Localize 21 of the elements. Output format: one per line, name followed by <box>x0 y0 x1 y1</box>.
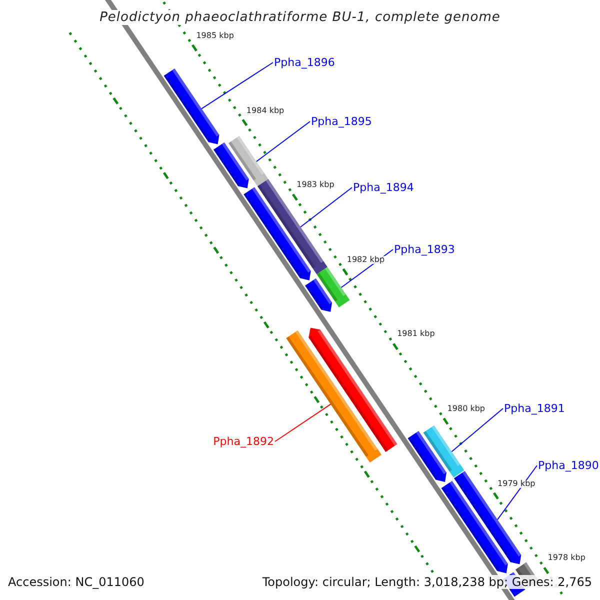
gene-label: Ppha_1892 <box>213 436 274 447</box>
gene-segment <box>423 425 464 478</box>
footer-text: Accession: NC_011060 <box>6 575 146 589</box>
leader-line <box>201 62 274 110</box>
gene-label: Ppha_1893 <box>394 244 455 255</box>
gene-label: Ppha_1896 <box>274 57 335 68</box>
gene-segment <box>316 266 350 308</box>
leader-line <box>274 404 332 442</box>
gene-label: Ppha_1891 <box>504 403 565 414</box>
scale-label: 1983 kbp <box>296 181 334 190</box>
scale-label: 1984 kbp <box>246 106 284 115</box>
gene-segment <box>164 68 220 144</box>
gene-segment <box>228 136 268 186</box>
gene-segment <box>286 330 382 463</box>
gene-label: Ppha_1894 <box>353 182 414 193</box>
gene-label: Ppha_1890 <box>538 460 599 471</box>
gene-label: Ppha_1895 <box>311 116 372 127</box>
scale-label: 1979 kbp <box>498 480 536 488</box>
leader-line <box>300 187 352 228</box>
leader-line <box>451 408 504 452</box>
gene-segment <box>454 471 522 564</box>
